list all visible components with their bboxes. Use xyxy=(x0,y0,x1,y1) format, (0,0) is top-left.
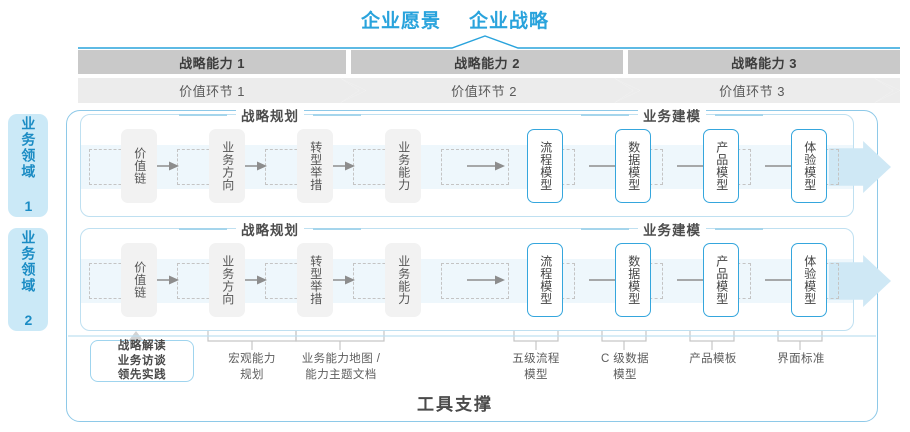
section-header-planning-2: 战略规划 xyxy=(179,219,361,239)
node-label: 数据模型 xyxy=(626,255,641,305)
ghost-box xyxy=(441,263,509,299)
tool-label-c-level-data: C 级数据 模型 xyxy=(578,352,672,383)
line-1: 宏观能力 xyxy=(228,353,276,365)
capability-cell-3[interactable]: 战略能力 3 xyxy=(628,50,900,74)
section-title-modeling-1: 业务建模 xyxy=(638,105,706,125)
line-1: 产品模板 xyxy=(689,353,737,365)
vision-connector-line xyxy=(78,35,900,49)
node-business-capability-2[interactable]: 业务能力 xyxy=(385,243,421,317)
node-label: 价值链 xyxy=(132,147,147,185)
section-title-planning-1: 战略规划 xyxy=(236,105,304,125)
node-process-model-1[interactable]: 流程模型 xyxy=(527,129,563,203)
line-1: 五级流程 xyxy=(512,353,560,365)
node-business-direction-1[interactable]: 业务方向 xyxy=(209,129,245,203)
node-label: 业务能力 xyxy=(396,255,411,305)
line-1: 业务能力地图 / xyxy=(301,353,381,365)
domain-label-1: 业务领域 1 xyxy=(20,115,37,216)
footer-title: 工具支撑 xyxy=(417,395,493,414)
tool-label-five-level-process: 五级流程 模型 xyxy=(489,352,583,383)
rule-left xyxy=(581,228,629,230)
domain-tab-2[interactable]: 业务领域 2 xyxy=(8,228,48,331)
node-business-capability-1[interactable]: 业务能力 xyxy=(385,129,421,203)
tool-box-strategy-inputs[interactable]: 战略解读 业务访谈 领先实践 xyxy=(90,340,194,382)
rule-right xyxy=(715,114,763,116)
ghost-box xyxy=(441,149,509,185)
rule-right xyxy=(313,228,361,230)
capability-cell-1[interactable]: 战略能力 1 xyxy=(78,50,346,74)
node-label: 价值链 xyxy=(132,261,147,299)
node-value-chain-1[interactable]: 价值链 xyxy=(121,129,157,203)
rule-left xyxy=(581,114,629,116)
enterprise-strategy-title: 企业战略 xyxy=(469,11,550,32)
line-2: 模型 xyxy=(613,368,637,381)
section-header-modeling-1: 业务建模 xyxy=(581,105,763,125)
rule-left xyxy=(179,114,227,116)
node-label: 流程模型 xyxy=(538,141,553,191)
tool-label-product-template: 产品模板 xyxy=(666,352,760,368)
node-transformation-measures-1[interactable]: 转型举措 xyxy=(297,129,333,203)
line-2: 规划 xyxy=(240,368,264,381)
node-product-model-2[interactable]: 产品模型 xyxy=(703,243,739,317)
vision-title-row: 企业愿景 企业战略 xyxy=(0,6,910,33)
value-cell-2[interactable]: 价值环节 2 xyxy=(451,84,517,99)
node-experience-model-2[interactable]: 体验模型 xyxy=(791,243,827,317)
node-label: 转型举措 xyxy=(308,141,323,191)
node-data-model-2[interactable]: 数据模型 xyxy=(615,243,651,317)
node-transformation-measures-2[interactable]: 转型举措 xyxy=(297,243,333,317)
rule-right xyxy=(715,228,763,230)
flow-arrow-icon xyxy=(467,275,505,285)
node-label: 体验模型 xyxy=(802,255,817,305)
domain-label-2: 业务领域 2 xyxy=(20,229,37,330)
flow-arrow-icon xyxy=(467,161,505,171)
tool-box-line-1: 战略解读 xyxy=(117,339,167,352)
domain-lane-2: 战略规划 业务建模 价值链 业务方向 转型举措 业务能力 流程模型 数据模型 产… xyxy=(80,219,891,331)
node-label: 产品模型 xyxy=(714,141,729,191)
value-cell-3[interactable]: 价值环节 3 xyxy=(719,84,785,99)
value-cell-1[interactable]: 价值环节 1 xyxy=(179,84,245,99)
capability-bars: 战略能力 1 战略能力 2 战略能力 3 价值环节 1 价值环节 2 价值环节 … xyxy=(78,50,900,103)
value-chain-row: 价值环节 1 价值环节 2 价值环节 3 xyxy=(78,78,900,103)
node-label: 业务能力 xyxy=(396,141,411,191)
section-title-modeling-2: 业务建模 xyxy=(638,219,706,239)
node-label: 体验模型 xyxy=(802,141,817,191)
value-chain-strip xyxy=(78,78,900,103)
rule-right xyxy=(313,114,361,116)
node-experience-model-1[interactable]: 体验模型 xyxy=(791,129,827,203)
capability-cell-2[interactable]: 战略能力 2 xyxy=(351,50,623,74)
node-label: 业务方向 xyxy=(220,255,235,305)
node-business-direction-2[interactable]: 业务方向 xyxy=(209,243,245,317)
node-process-model-2[interactable]: 流程模型 xyxy=(527,243,563,317)
section-header-planning-1: 战略规划 xyxy=(179,105,361,125)
node-product-model-1[interactable]: 产品模型 xyxy=(703,129,739,203)
rule-left xyxy=(179,228,227,230)
section-title-planning-2: 战略规划 xyxy=(236,219,304,239)
node-label: 数据模型 xyxy=(626,141,641,191)
node-label: 产品模型 xyxy=(714,255,729,305)
line-2: 能力主题文档 xyxy=(305,368,377,381)
node-data-model-1[interactable]: 数据模型 xyxy=(615,129,651,203)
node-value-chain-2[interactable]: 价值链 xyxy=(121,243,157,317)
section-header-modeling-2: 业务建模 xyxy=(581,219,763,239)
domain-tab-1[interactable]: 业务领域 1 xyxy=(8,114,48,217)
line-1: 界面标准 xyxy=(777,353,825,365)
line-2: 模型 xyxy=(524,368,548,381)
tool-label-macro-capability: 宏观能力 规划 xyxy=(202,352,302,383)
node-label: 业务方向 xyxy=(220,141,235,191)
node-label: 流程模型 xyxy=(538,255,553,305)
enterprise-vision-title: 企业愿景 xyxy=(360,11,441,32)
node-label: 转型举措 xyxy=(308,255,323,305)
domain-lane-1: 战略规划 业务建模 价值链 业务方向 转型举措 业务能力 流程模型 数据模型 产… xyxy=(80,105,891,217)
tool-box-line-3: 领先实践 xyxy=(117,369,167,382)
strategic-capability-row: 战略能力 1 战略能力 2 战略能力 3 xyxy=(78,50,900,74)
line-1: C 级数据 xyxy=(601,353,649,365)
tool-label-ui-standard: 界面标准 xyxy=(754,352,848,368)
tool-label-capability-map: 业务能力地图 / 能力主题文档 xyxy=(278,352,404,383)
tool-box-line-2: 业务访谈 xyxy=(117,354,167,367)
